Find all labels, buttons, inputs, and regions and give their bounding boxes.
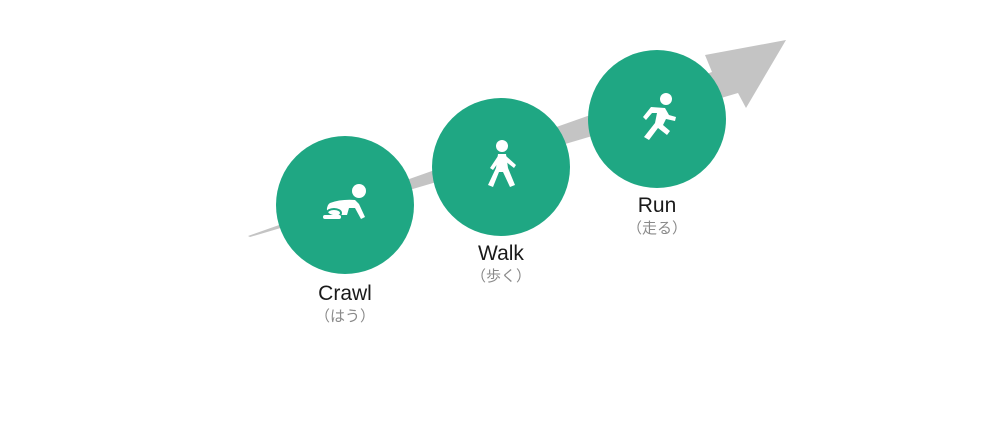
step-sub-run: （走る） xyxy=(626,219,687,237)
step-sub-walk: （歩く） xyxy=(470,267,531,285)
step-circle-crawl xyxy=(276,136,414,274)
step-label-crawl: Crawl xyxy=(318,282,372,305)
crawling-baby-icon xyxy=(323,184,366,219)
step-label-run: Run xyxy=(637,194,677,217)
step-circle-run xyxy=(588,50,726,188)
running-person-icon xyxy=(643,93,676,140)
step-label-walk: Walk xyxy=(478,242,524,265)
walking-person-icon xyxy=(488,140,516,187)
step-sub-crawl: （はう） xyxy=(314,307,375,325)
step-circle-walk xyxy=(432,98,570,236)
